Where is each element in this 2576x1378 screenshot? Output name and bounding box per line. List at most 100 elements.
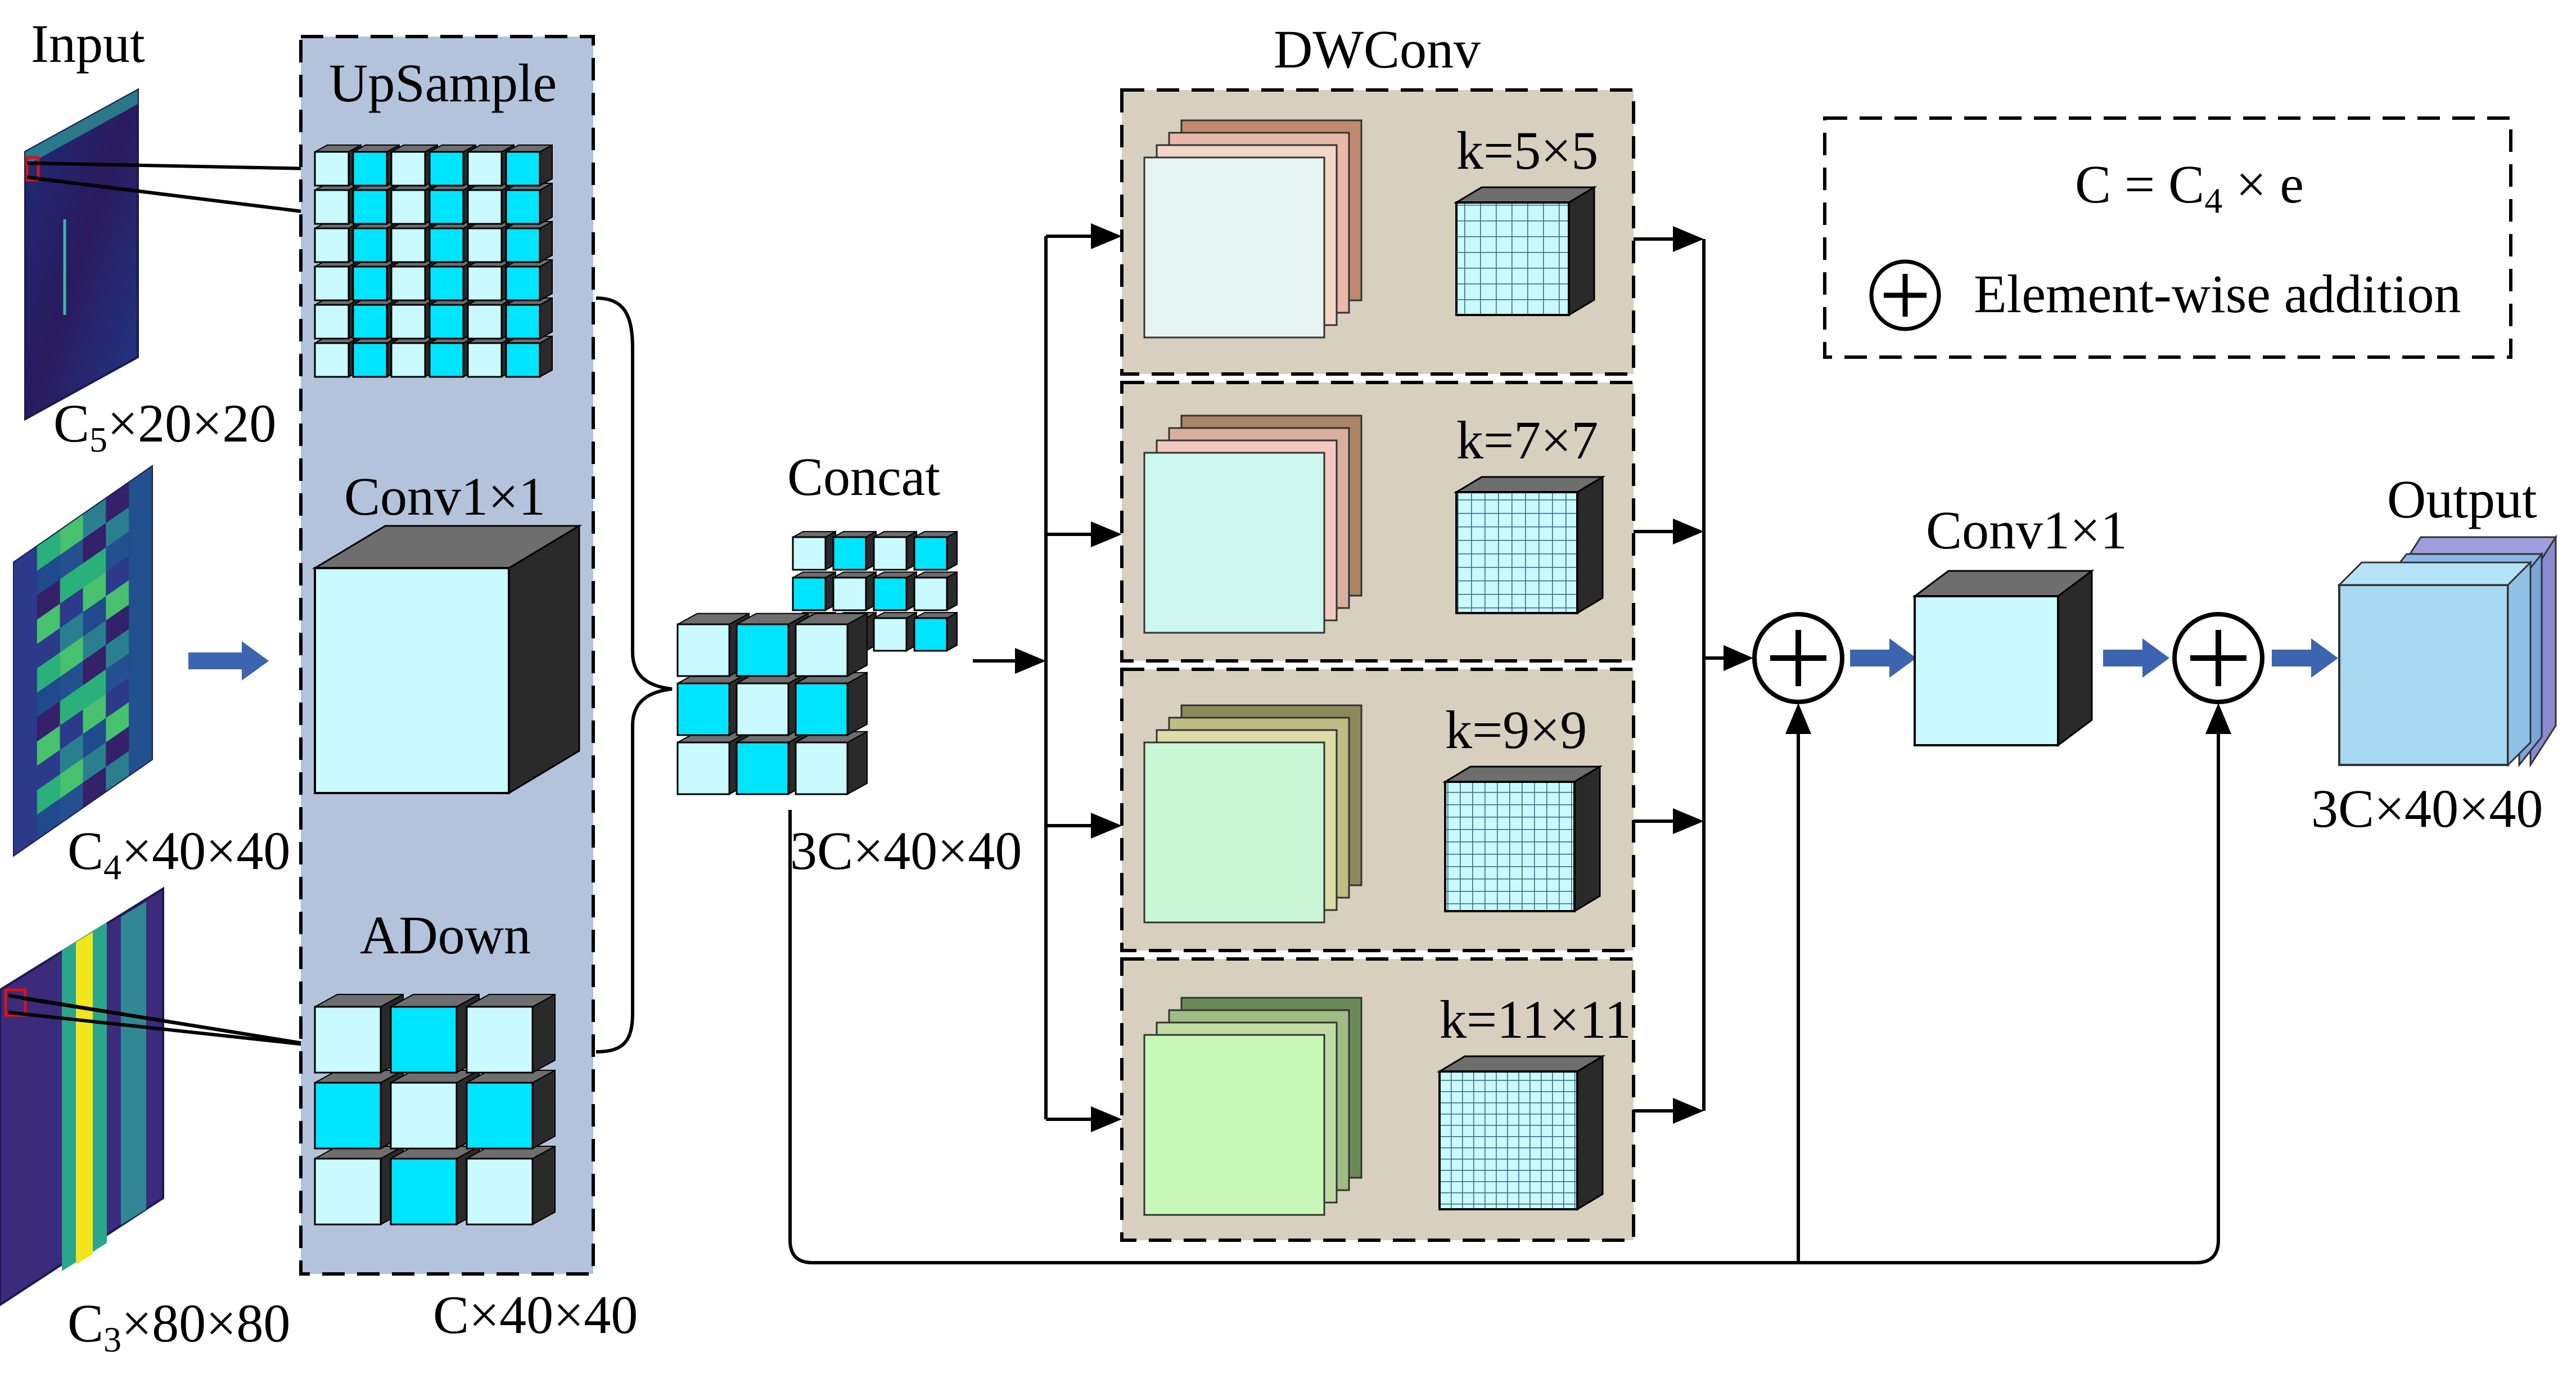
heatmap-cell <box>60 539 83 579</box>
heatmap-cell <box>60 685 83 726</box>
heatmap-cell <box>83 693 106 734</box>
concat-cube-stack <box>676 530 958 795</box>
heatmap-cell <box>83 547 106 588</box>
upsample-cube <box>390 144 438 187</box>
dwconv-k9-panel: k=9×9 <box>1120 668 1635 952</box>
dwconv-title: DWConv <box>1274 19 1481 79</box>
input-heatmap-c3 <box>0 886 164 1307</box>
concat-cube-back <box>873 571 917 611</box>
kernel-size-label: k=7×7 <box>1456 410 1598 470</box>
blue-right-arrow-icon <box>188 641 269 681</box>
heatmap-cell <box>106 726 129 767</box>
concat-cube-front <box>795 731 868 795</box>
heatmap-cell <box>129 467 152 507</box>
kernel-size-label: k=9×9 <box>1445 700 1587 760</box>
heatmap-cell <box>37 677 60 717</box>
blue-right-arrow-icon <box>2103 638 2169 678</box>
heatmap-cell <box>14 814 37 855</box>
output-cube <box>2337 534 2557 768</box>
branch-shape: C×40×40 <box>433 1285 638 1345</box>
heatmap-cell <box>106 678 129 718</box>
adown-cube <box>466 1145 556 1226</box>
dwconv-k7-panel: k=7×7 <box>1120 381 1635 663</box>
heatmap-cell <box>106 556 129 596</box>
heatmap-cell <box>106 653 129 694</box>
heatmap-cell <box>37 579 60 620</box>
heatmap-cell <box>37 530 60 571</box>
fanin-connector <box>1634 226 1753 1124</box>
concat-cube-back <box>913 611 958 652</box>
heatmap-cell <box>129 588 152 629</box>
heatmap-cell <box>14 571 37 611</box>
blue-right-arrow-icon <box>2272 638 2338 678</box>
concat-cube-back <box>792 530 836 571</box>
residual-arrowhead-2 <box>2205 703 2231 734</box>
residual-connector <box>788 731 2220 1264</box>
kernel-size-label: k=11×11 <box>1440 989 1631 1050</box>
heatmap-cell <box>83 645 106 686</box>
adown-cube-grid <box>314 993 556 1226</box>
heatmap-cell <box>37 652 60 693</box>
heatmap-cell <box>37 750 60 790</box>
concat-cube-front <box>795 672 868 736</box>
upsample-cube <box>505 259 553 301</box>
blue-right-arrow-icon <box>1850 638 1916 678</box>
dwconv-panel-group: k=5×5 k=7×7 k=9×9 k=11×11 <box>1120 88 1635 1242</box>
input2-shape: C4×40×40 <box>67 821 290 887</box>
heatmap-cell <box>83 669 106 710</box>
heatmap-cell <box>83 718 106 759</box>
heatmap-cell <box>129 515 152 556</box>
adown-cube <box>466 1069 556 1150</box>
heatmap-cell <box>106 605 129 645</box>
heatmap-cell <box>83 523 106 564</box>
heatmap-cell <box>129 710 152 751</box>
heatmap-cell <box>14 644 37 685</box>
heatmap-cell <box>106 532 129 572</box>
zoom-lines-top <box>26 161 321 215</box>
add-node-1 <box>1752 612 1844 704</box>
heatmap-cell <box>37 774 60 815</box>
heatmap-cell <box>83 767 106 807</box>
dwconv-k5-panel: k=5×5 <box>1120 88 1635 376</box>
adown-cube <box>390 993 480 1074</box>
conv1x1-left-title: Conv1×1 <box>344 466 545 526</box>
heatmap-cell <box>83 596 106 637</box>
input1-shape: C5×20×20 <box>53 393 276 460</box>
heatmap-cell <box>60 515 83 555</box>
heatmap-cell <box>37 628 60 669</box>
adown-cube <box>314 1145 404 1226</box>
heatmap-cell <box>37 799 60 839</box>
heatmap-cell <box>14 692 37 733</box>
heatmap-cell <box>60 636 83 677</box>
upsample-cube <box>467 182 515 225</box>
heatmap-cell <box>106 483 129 523</box>
heatmap-cell <box>106 751 129 791</box>
adown-cube <box>314 1069 404 1150</box>
heatmap-cell <box>37 726 60 766</box>
legend-box: C = C4 × e Element-wise addition <box>1823 116 2512 359</box>
heatmap-cell <box>14 595 37 636</box>
output-title: Output <box>2387 469 2537 529</box>
upsample-cube-grid <box>314 144 553 378</box>
zoom-lines-bottom <box>8 994 321 1048</box>
concat-cube-back <box>913 571 958 611</box>
heatmap-cell <box>106 702 129 742</box>
heatmap-cell <box>60 782 83 823</box>
heatmap-cell <box>129 735 152 776</box>
heatmap-cell <box>14 741 37 782</box>
input3-shape: C3×80×80 <box>67 1293 290 1359</box>
adown-title: ADown <box>360 905 531 965</box>
heatmap-cell <box>37 555 60 596</box>
adown-cube <box>466 993 556 1074</box>
concat-cube-back <box>832 571 877 611</box>
upsample-cube <box>505 182 553 225</box>
upsample-cube <box>505 144 553 187</box>
input-heatmap-c5 <box>24 88 139 421</box>
concat-cube-back <box>913 530 958 571</box>
heatmap-cell <box>60 758 83 799</box>
heatmap-cell <box>60 661 83 701</box>
upsample-cube <box>505 220 553 263</box>
input-title: Input <box>31 13 145 74</box>
heatmap-cell <box>60 563 83 604</box>
heatmap-cell <box>37 701 60 742</box>
